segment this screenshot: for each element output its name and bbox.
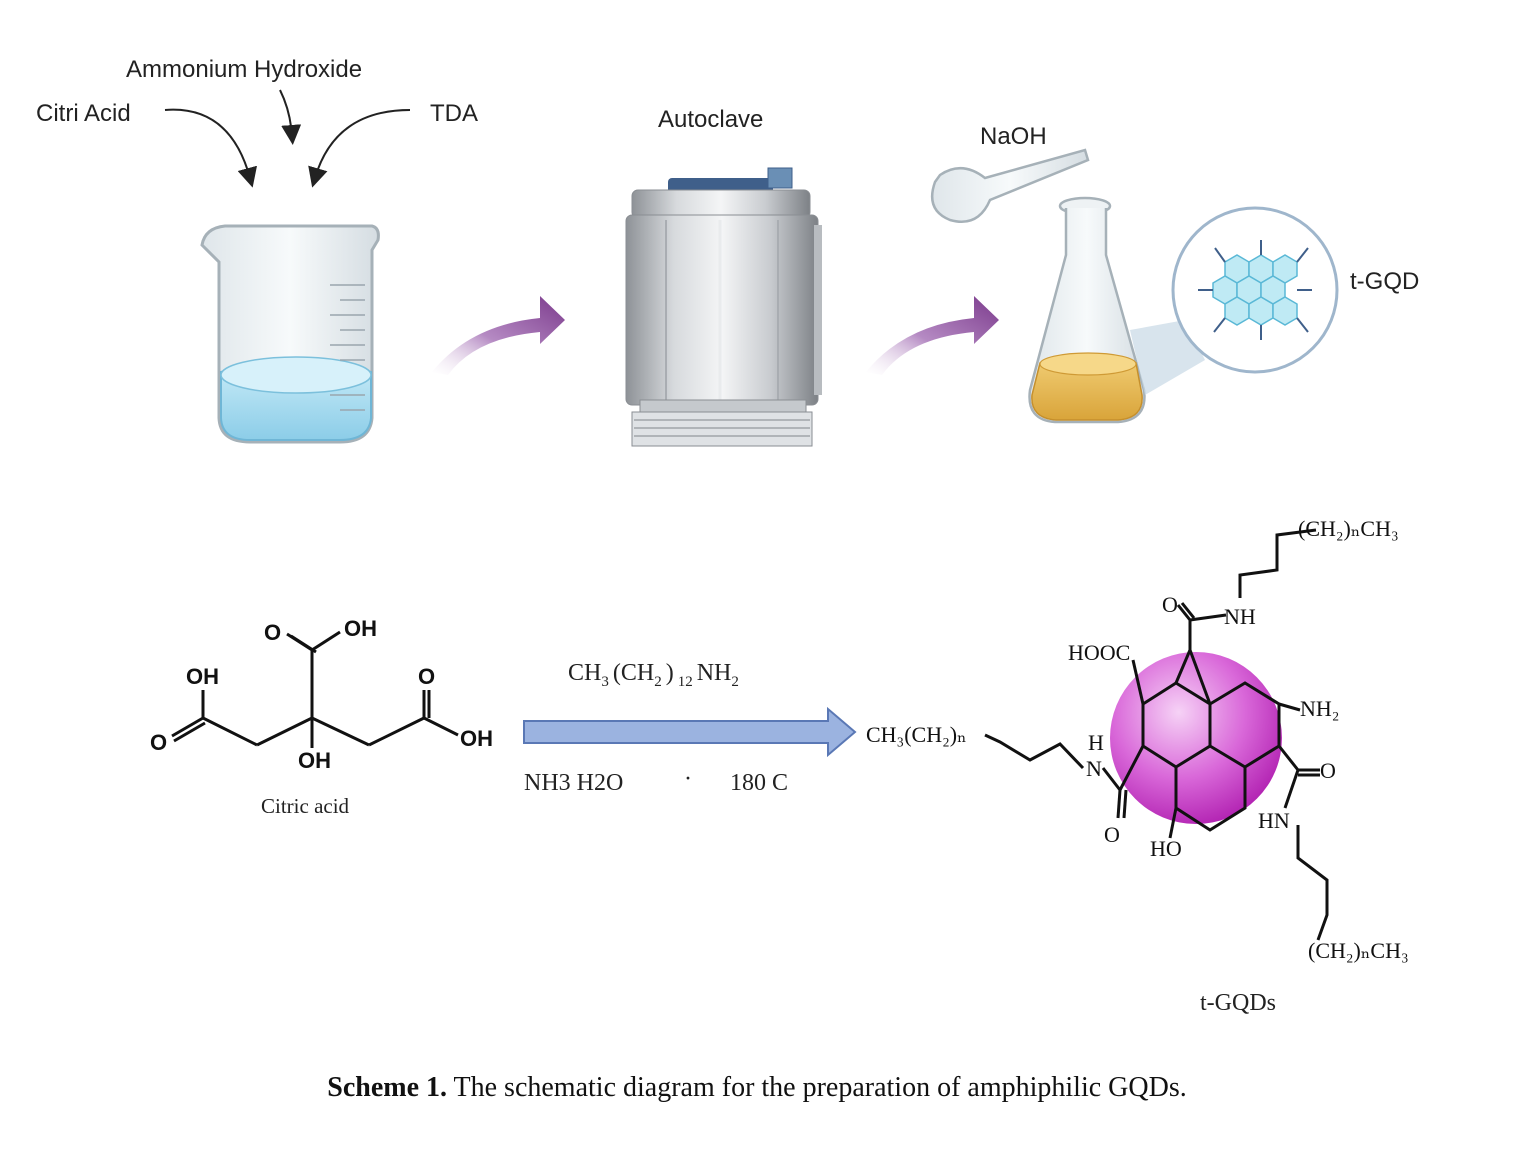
arrow-ammonium-to-beaker	[279, 89, 302, 145]
gqd-o-left: O	[1104, 822, 1120, 847]
caption-label: Scheme 1.	[327, 1072, 448, 1103]
citric-oh-left: OH	[186, 664, 219, 689]
condition-separator: ·	[684, 766, 692, 792]
gqd-nh2: NH₂	[1300, 696, 1339, 721]
caption-text: The schematic diagram for the preparatio…	[447, 1072, 1187, 1103]
figure-caption: Scheme 1. The schematic diagram for the …	[0, 1072, 1514, 1104]
volumetric-flask-icon	[930, 148, 1090, 223]
label-tda: TDA	[430, 100, 478, 127]
citric-oh-center: OH	[298, 748, 331, 773]
citric-o-right: O	[418, 664, 435, 689]
gqd-hooc: HOOC	[1068, 640, 1130, 665]
citric-o-left: O	[150, 730, 167, 755]
zoom-wedge	[1130, 320, 1205, 395]
label-ammonium-hydroxide: Ammonium Hydroxide	[126, 56, 362, 83]
label-naoh: NaOH	[980, 123, 1047, 150]
gqd-o-right: O	[1320, 758, 1336, 783]
citric-acid-structure	[171, 630, 459, 748]
gqd-chain-top: (CH₂)ₙCH₃	[1298, 516, 1399, 541]
label-citric-acid: Citri Acid	[36, 100, 131, 127]
label-t-gqd: t-GQD	[1350, 268, 1419, 295]
condition-temperature: 180 C	[730, 770, 788, 796]
label-autoclave: Autoclave	[658, 106, 763, 133]
citric-oh-right: OH	[460, 726, 493, 751]
gqd-n-left: N	[1086, 756, 1102, 781]
condition-nh3-h2o: NH3 H2O	[524, 770, 623, 796]
process-arrow-2	[866, 296, 999, 375]
label-citric-acid-structure: Citric acid	[261, 794, 350, 818]
label-t-gqds: t-GQDs	[1200, 990, 1276, 1016]
gqd-chain-left: CH₃(CH₂)ₙ	[866, 722, 967, 747]
arrow-tda-to-beaker	[308, 109, 411, 188]
gqd-ho: HO	[1150, 836, 1182, 861]
process-arrow-1	[432, 296, 565, 375]
gqd-chain-bottom: (CH₂)ₙCH₃	[1308, 938, 1409, 963]
gqd-hn: HN	[1258, 808, 1290, 833]
beaker-icon	[200, 224, 380, 444]
gqd-zoom-icon	[1171, 206, 1339, 374]
gqd-o-top: O	[1162, 592, 1178, 617]
reaction-arrow	[523, 706, 857, 758]
erlenmeyer-flask-icon	[1028, 196, 1146, 424]
gqd-structure: (CH₂)ₙCH₃ NH O HOOC NH₂ CH₃(CH₂)ₙ H N O …	[866, 516, 1409, 963]
citric-o-top: O	[264, 620, 281, 645]
autoclave-icon	[625, 167, 822, 447]
arrow-citric-to-beaker	[164, 108, 257, 188]
gqd-h-left: H	[1088, 730, 1104, 755]
citric-oh-top: OH	[344, 616, 377, 641]
gqd-nh-top: NH	[1224, 604, 1256, 629]
